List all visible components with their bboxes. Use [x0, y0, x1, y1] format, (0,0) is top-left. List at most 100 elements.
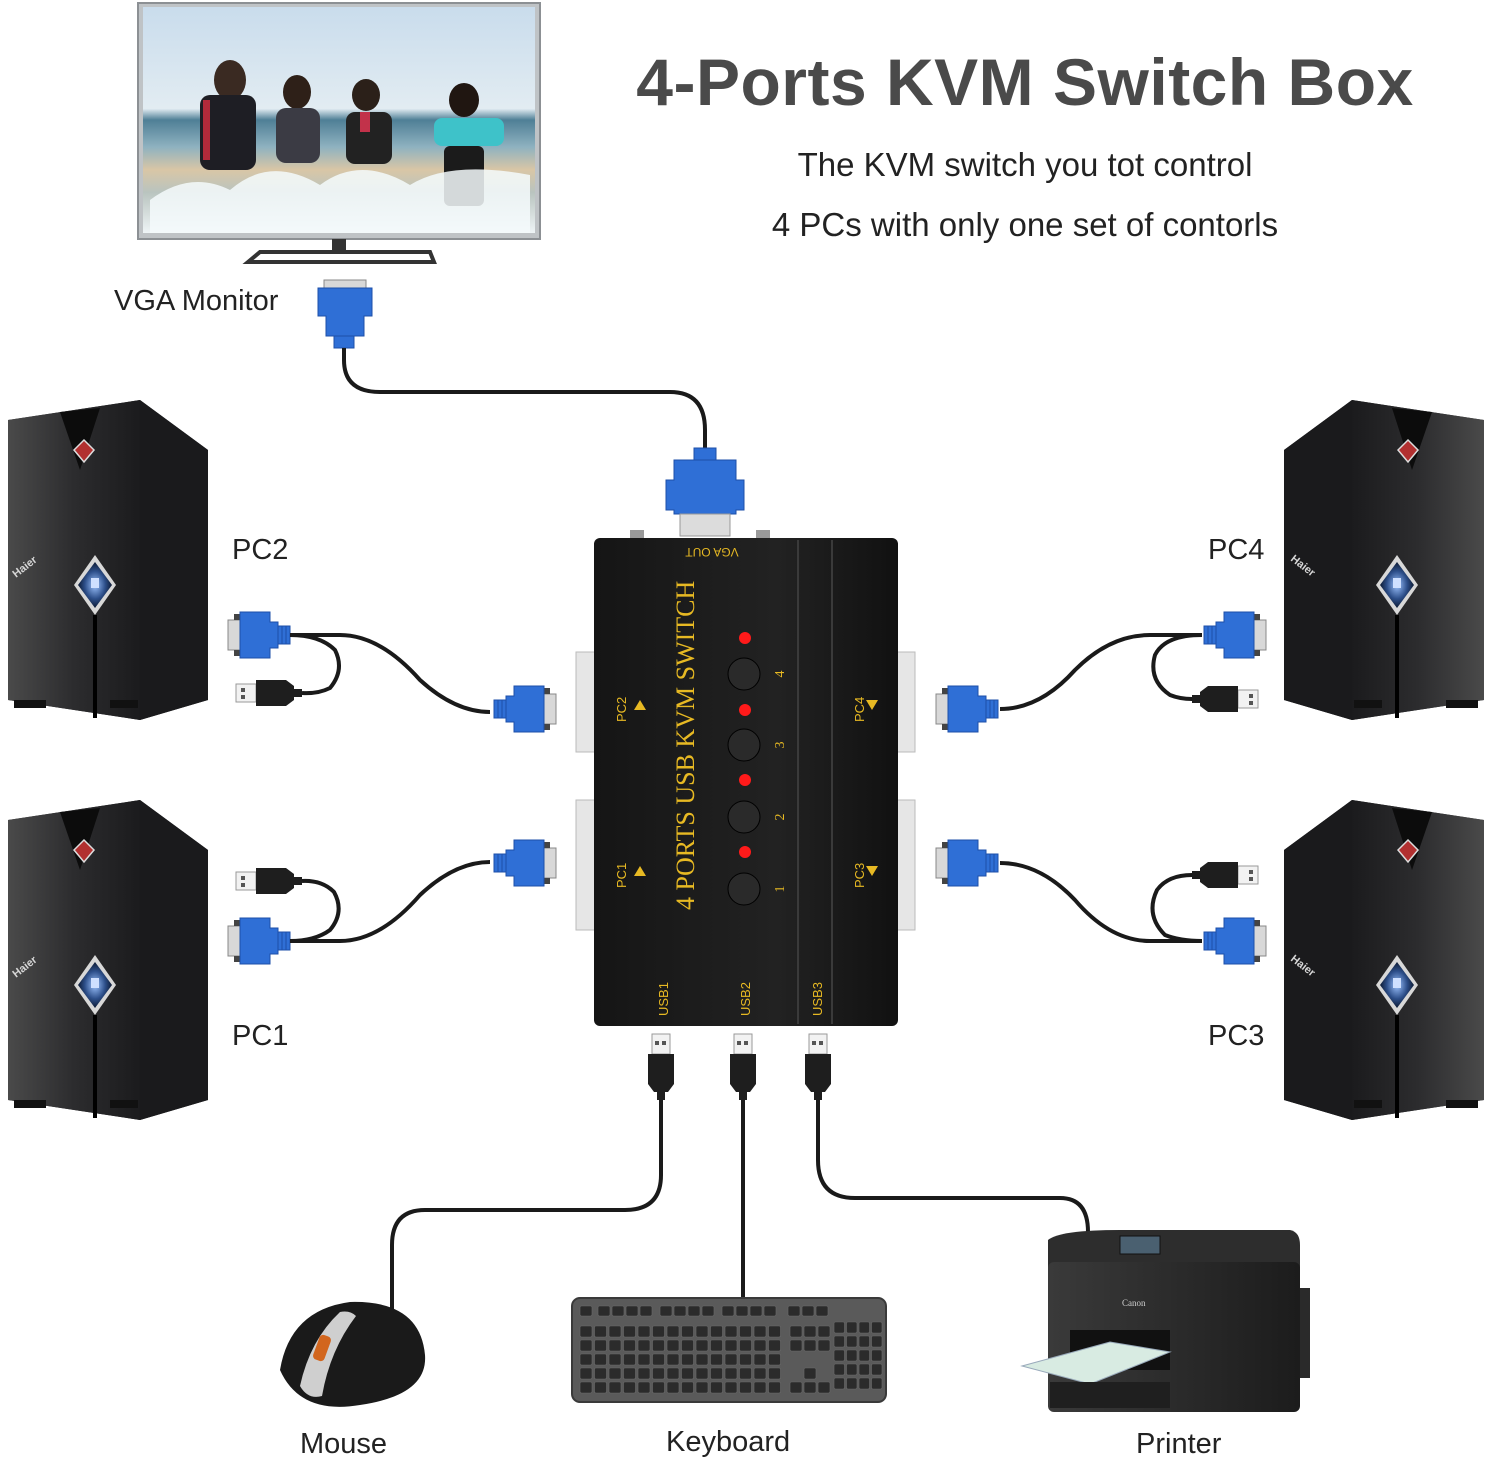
keyboard-key [637, 1325, 651, 1338]
keyboard-key [739, 1353, 752, 1366]
button-port-4[interactable] [727, 657, 761, 691]
keyboard-key [833, 1363, 845, 1376]
led-port-1 [739, 846, 751, 858]
keyboard-key [789, 1381, 803, 1394]
keyboard-key [608, 1367, 622, 1380]
pc2-cable-set [227, 611, 557, 733]
keyboard-key [637, 1367, 651, 1380]
button-label-1: 1 [773, 886, 788, 893]
keyboard-key [858, 1335, 870, 1348]
keyboard-key [749, 1305, 763, 1317]
mouse-device [280, 1301, 426, 1407]
keyboard-key [623, 1325, 636, 1338]
button-port-3[interactable] [727, 728, 761, 762]
keyboard-key [710, 1325, 723, 1338]
keyboard-key [579, 1353, 593, 1366]
keyboard-key [763, 1305, 777, 1317]
keyboard-key [871, 1335, 883, 1348]
keyboard-key [768, 1353, 781, 1366]
keyboard-key [803, 1325, 817, 1338]
printer-brand-label: Canon [1122, 1298, 1146, 1308]
label-mouse: Mouse [300, 1428, 388, 1460]
keyboard-key [803, 1367, 817, 1380]
subtitle-line-1: The KVM switch you tot control [797, 146, 1253, 183]
printer-cable [816, 1100, 1090, 1233]
keyboard-key [608, 1381, 622, 1394]
pc4-tower [1282, 398, 1486, 722]
keyboard-key [695, 1325, 709, 1338]
keyboard-key [721, 1305, 735, 1317]
keyboard-key [739, 1381, 752, 1394]
keyboard-key [579, 1381, 593, 1394]
keyboard-key [695, 1353, 709, 1366]
label-printer: Printer [1136, 1428, 1222, 1460]
keyboard-key [768, 1367, 781, 1380]
keyboard-key [846, 1335, 858, 1348]
port-label-pc4: PC4 [852, 697, 867, 722]
keyboard-key [753, 1381, 767, 1394]
keyboard-key [817, 1325, 831, 1338]
pc1-cable-set [227, 839, 557, 965]
button-port-1[interactable] [727, 872, 761, 906]
keyboard-key [611, 1305, 625, 1317]
keyboard-key [833, 1377, 845, 1390]
keyboard-key [858, 1349, 870, 1362]
button-port-2[interactable] [727, 800, 761, 834]
keyboard-key [846, 1321, 858, 1334]
led-port-3 [739, 704, 751, 716]
switch-name-label: 4 PORTS USB KVM SWITCH [671, 581, 700, 910]
keyboard-key [681, 1381, 694, 1394]
vga-monitor [137, 2, 541, 264]
keyboard-key [739, 1339, 752, 1352]
label-vga-monitor: VGA Monitor [114, 285, 279, 317]
keyboard-key [735, 1305, 749, 1317]
keyboard-key [681, 1339, 694, 1352]
keyboard-key [666, 1339, 680, 1352]
keyboard-key [681, 1353, 694, 1366]
keyboard-key [666, 1367, 680, 1380]
keyboard-key [579, 1305, 593, 1317]
keyboard-key [666, 1353, 680, 1366]
keyboard-key [768, 1339, 781, 1352]
keyboard-key [695, 1339, 709, 1352]
port-arrow-pc2 [634, 700, 646, 710]
keyboard-key [803, 1339, 817, 1352]
keyboard-key [815, 1305, 829, 1317]
button-label-4: 4 [773, 671, 788, 678]
led-port-2 [739, 774, 751, 786]
keyboard-key [787, 1305, 801, 1317]
page-title: 4-Ports KVM Switch Box [636, 45, 1414, 119]
keyboard-key [739, 1325, 752, 1338]
keyboard-key [801, 1305, 815, 1317]
label-pc2: PC2 [232, 534, 289, 566]
pc4-cable-set [935, 611, 1267, 733]
keyboard-key [768, 1381, 781, 1394]
pc3-tower [1282, 798, 1486, 1122]
keyboard-key [579, 1325, 593, 1338]
keyboard-key [594, 1367, 607, 1380]
keyboard-key [594, 1339, 607, 1352]
led-port-4 [739, 632, 751, 644]
port-label-pc1: PC1 [614, 863, 629, 888]
keyboard-key [701, 1305, 715, 1317]
usb3-label: USB3 [810, 982, 825, 1016]
label-pc3: PC3 [1208, 1020, 1265, 1052]
keyboard-key [666, 1381, 680, 1394]
keyboard-key [597, 1305, 611, 1317]
pc1-tower [6, 798, 210, 1122]
keyboard-key [753, 1367, 767, 1380]
usb3-plug [804, 1033, 832, 1101]
button-label-3: 3 [773, 742, 788, 749]
keyboard-keys [579, 1305, 883, 1394]
keyboard-key [652, 1325, 665, 1338]
port-label-pc3: PC3 [852, 863, 867, 888]
keyboard-key [833, 1349, 845, 1362]
keyboard-key [789, 1339, 803, 1352]
keyboard-key [687, 1305, 701, 1317]
keyboard-key [724, 1325, 738, 1338]
keyboard-key [625, 1305, 639, 1317]
printer-device: Canon [1020, 1230, 1310, 1412]
keyboard-key [833, 1321, 845, 1334]
usb1-plug [647, 1033, 675, 1101]
keyboard-key [846, 1377, 858, 1390]
